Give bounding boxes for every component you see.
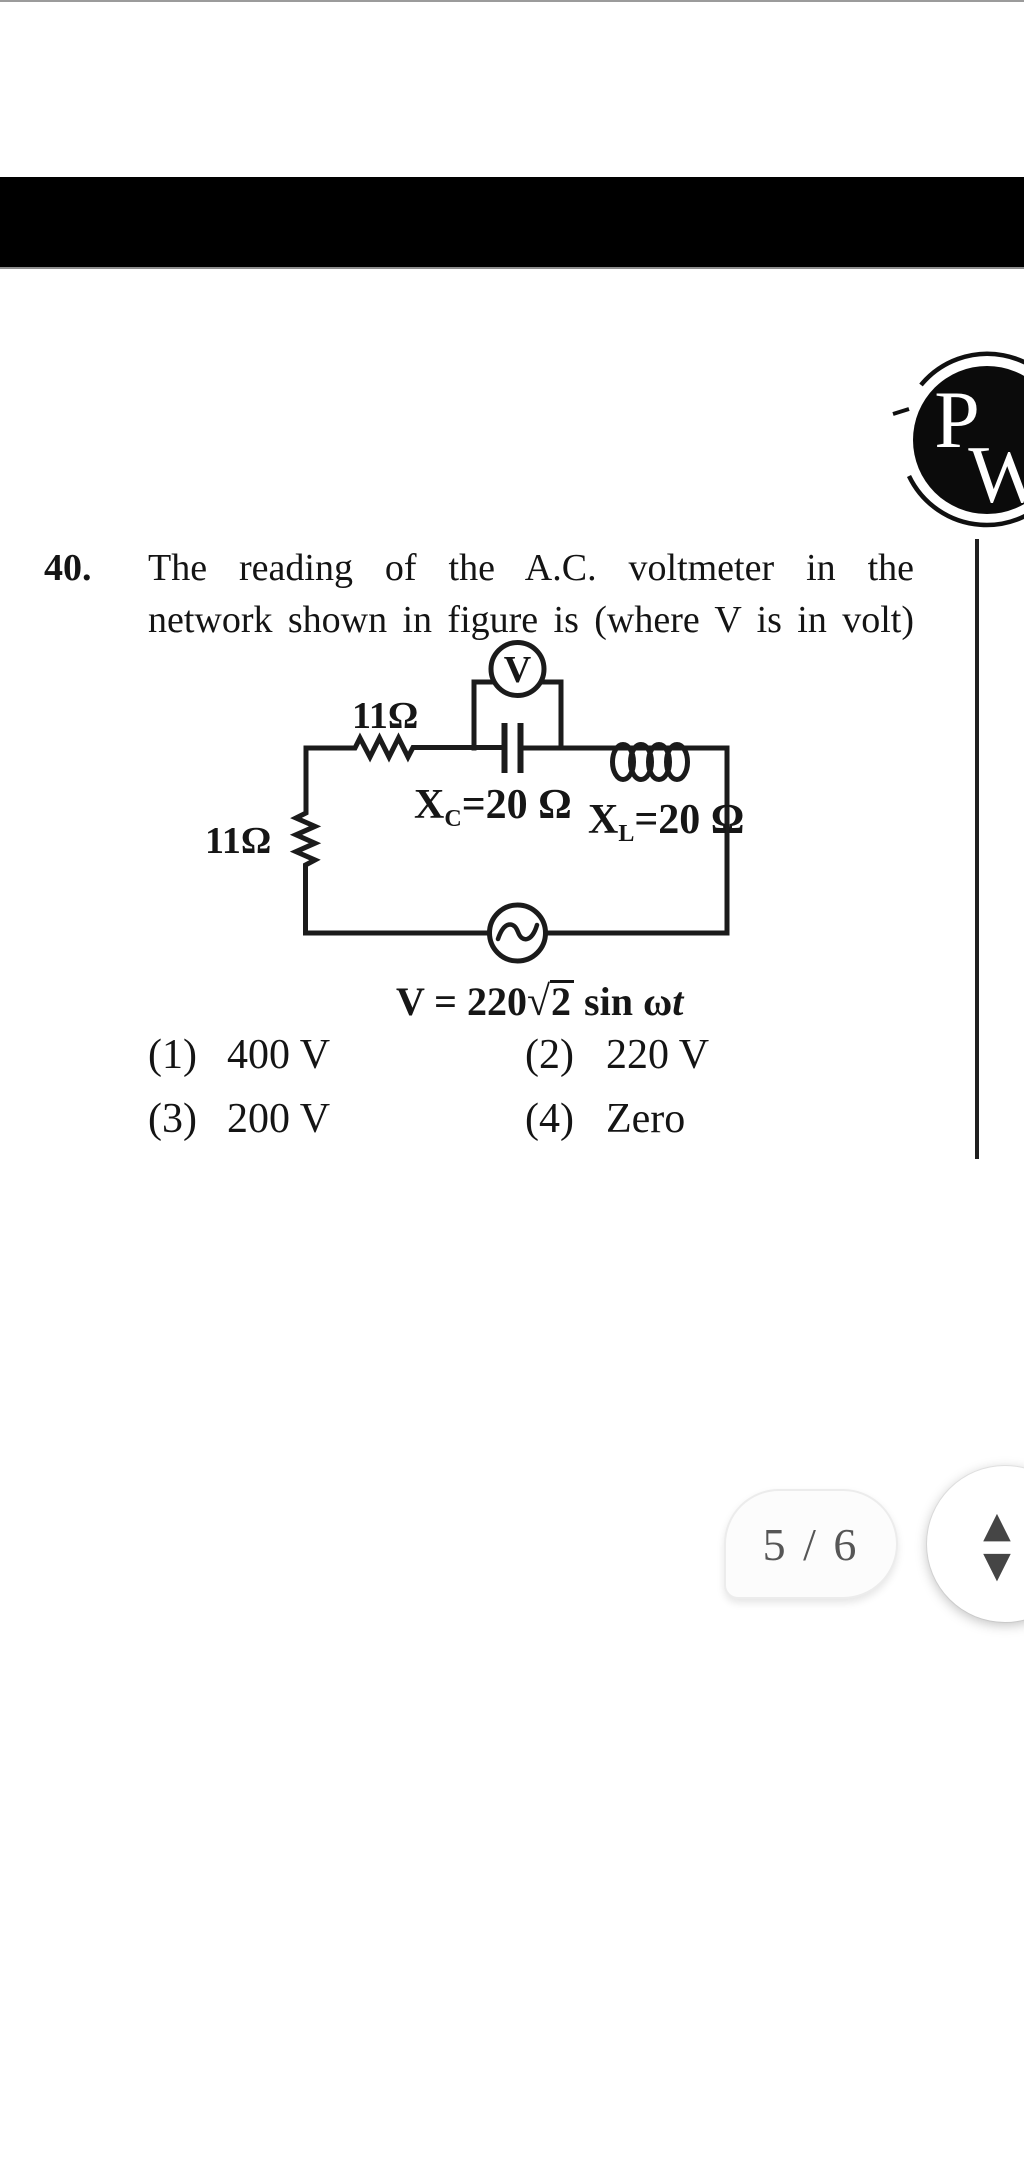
option-4-label: (4) — [525, 1096, 574, 1142]
logo-bottom-arc — [906, 475, 1024, 528]
inductor-symbol: X — [588, 797, 619, 843]
logo-circle — [913, 366, 1024, 514]
voltmeter-circle — [488, 640, 547, 698]
circuit-diagram: V — [289, 640, 730, 964]
redacted-header-bar — [0, 177, 1024, 267]
radicand: 2 — [550, 980, 575, 1021]
top-resistor-label: 11Ω — [352, 695, 419, 737]
left-resistor-label: 11Ω — [205, 820, 272, 862]
arrow-down-icon: ▼ — [983, 1545, 1011, 1586]
inductor-coils — [610, 742, 690, 782]
scroll-up-button[interactable]: ▲ — [977, 1508, 1017, 1544]
column-divider-line — [975, 539, 979, 1159]
voltmeter-label: V — [504, 649, 532, 691]
question-number: 40. — [44, 547, 92, 589]
option-2-label: (2) — [525, 1032, 574, 1078]
arrow-up-icon: ▲ — [983, 1505, 1011, 1546]
logo-left-tick — [892, 407, 910, 416]
inductor-label: XL=20 Ω — [588, 797, 745, 846]
equation-function: sin ω — [574, 979, 673, 1024]
scroll-widget[interactable]: ▲ ▼ — [927, 1466, 1024, 1622]
logo-letter-w: W — [968, 429, 1024, 520]
option-1-label: (1) — [148, 1032, 197, 1078]
capacitor-label: XC=20 Ω — [414, 782, 572, 831]
capacitor-value: =20 Ω — [461, 782, 572, 828]
equation-prefix: V = 220 — [396, 979, 527, 1024]
top-divider-line — [0, 0, 1024, 2]
page-indicator: 5 / 6 — [724, 1489, 898, 1599]
voltmeter-lead-left — [471, 679, 497, 751]
logo-top-arc — [919, 351, 1024, 387]
question-text-line2: network shown in figure is (where V is i… — [148, 599, 914, 641]
scroll-down-button[interactable]: ▼ — [977, 1548, 1017, 1584]
top-wire-left — [303, 732, 504, 763]
page-indicator-text: 5 / 6 — [762, 1518, 860, 1570]
header-bar-edge — [0, 267, 1024, 269]
left-wire — [289, 745, 322, 936]
inductor-value: =20 Ω — [634, 797, 745, 843]
option-4-value: Zero — [606, 1096, 686, 1142]
radical-sign: √ — [526, 979, 551, 1025]
capacitor-symbol: X — [414, 782, 445, 828]
option-2-value: 220 V — [606, 1032, 710, 1078]
source-voltage-equation: V = 220√2 sin ωt — [396, 980, 683, 1023]
option-3-label: (3) — [148, 1096, 197, 1142]
ac-source-sine-icon — [495, 922, 540, 942]
option-3-value: 200 V — [227, 1096, 331, 1142]
question-text-line1: The reading of the A.C. voltmeter in the — [148, 547, 914, 589]
voltmeter-lead-right — [538, 679, 564, 751]
pw-logo: P W — [892, 351, 1024, 528]
option-1-value: 400 V — [227, 1032, 331, 1078]
equation-variable: t — [672, 979, 684, 1024]
capacitor-subscript: C — [444, 806, 462, 832]
logo-letter-p: P — [934, 374, 980, 465]
inductor-subscript: L — [618, 821, 635, 847]
